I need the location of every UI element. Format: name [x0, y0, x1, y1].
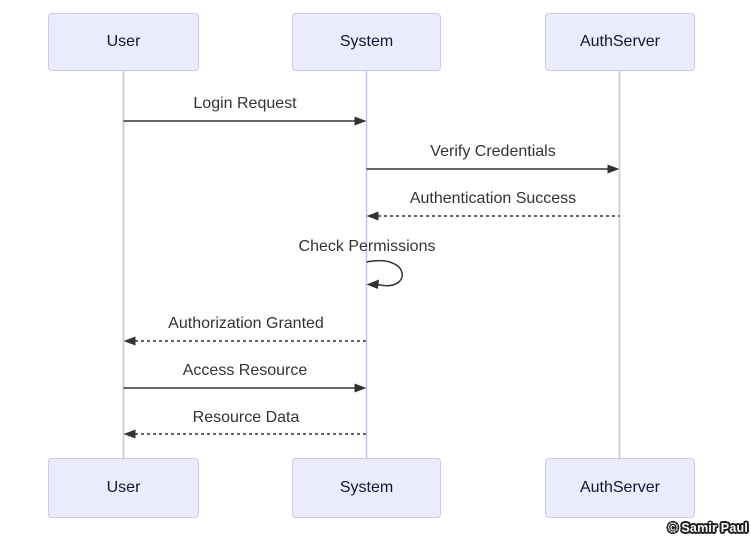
arrow-access-resource-head: [354, 383, 367, 393]
actor-system-bottom: System: [292, 458, 441, 518]
message-label-authentication-success: Authentication Success: [409, 190, 577, 207]
actor-user-top: User: [48, 13, 199, 71]
arrow-resource-data-head: [123, 429, 136, 439]
actor-authserver-bottom: AuthServer: [545, 458, 695, 518]
message-label-access-resource: Access Resource: [182, 362, 308, 379]
self-loop-check-permissions: [366, 259, 403, 287]
actor-system-top: System: [292, 13, 441, 71]
actor-user-top-label: User: [106, 33, 141, 50]
message-label-verify-credentials: Verify Credentials: [430, 143, 556, 160]
actor-authserver-top-label: AuthServer: [579, 33, 661, 50]
actor-user-bottom: User: [48, 458, 199, 518]
arrow-login-request-head: [354, 116, 367, 126]
actor-system-bottom-label: System: [339, 479, 394, 496]
message-label-check-permissions: Check Permissions: [298, 238, 436, 255]
message-label-authorization-granted: Authorization Granted: [168, 315, 324, 332]
self-loop-check-permissions-head: [366, 279, 379, 289]
message-label-resource-data: Resource Data: [192, 409, 300, 426]
actor-user-bottom-label: User: [106, 479, 141, 496]
arrow-auth-success-head: [366, 211, 379, 221]
watermark-credit: © Samir Paul: [668, 521, 748, 535]
actor-authserver-top: AuthServer: [545, 13, 695, 71]
arrow-authorization-granted-head: [123, 336, 136, 346]
actor-authserver-bottom-label: AuthServer: [579, 479, 661, 496]
arrow-verify-credentials-head: [607, 164, 620, 174]
actor-system-top-label: System: [339, 33, 394, 50]
message-label-login-request: Login Request: [193, 95, 297, 112]
